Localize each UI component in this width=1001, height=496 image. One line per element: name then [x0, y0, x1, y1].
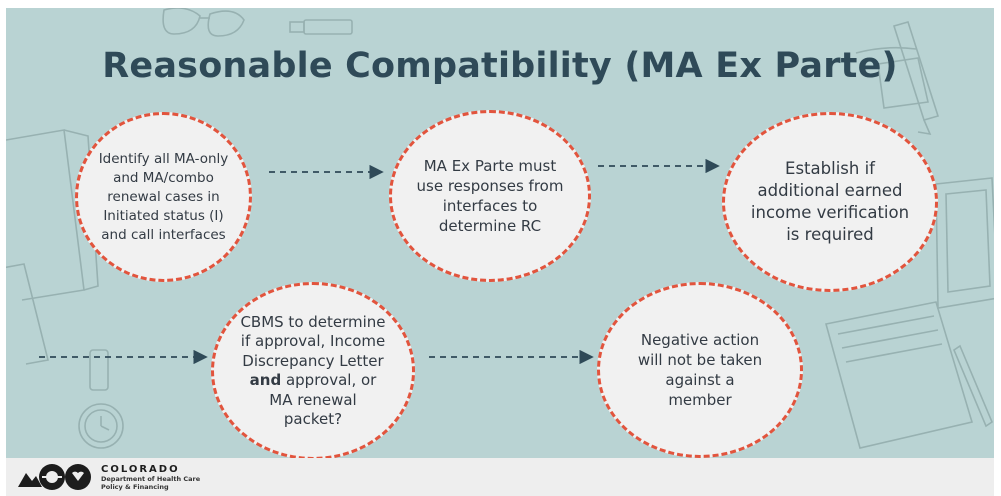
- step-cbms-text: CBMS to determine if approval, Income Di…: [238, 313, 388, 430]
- org-name: COLORADO: [101, 464, 180, 475]
- org-subtitle: Department of Health Care Policy & Finan…: [101, 475, 201, 491]
- usb-doodle: [289, 19, 353, 35]
- step-negative-circle: Negative action will not be taken agains…: [597, 282, 803, 458]
- step-cbms-text-bold: and: [249, 371, 282, 389]
- tablet-doodle-right: [935, 177, 994, 309]
- step-use-responses-circle: MA Ex Parte must use responses from inte…: [389, 110, 591, 282]
- step-cbms-text-before: CBMS to determine if approval, Income Di…: [240, 312, 386, 370]
- step-negative-text: Negative action will not be taken agains…: [637, 331, 763, 409]
- colorado-logo: [18, 464, 91, 490]
- step-identify-circle: Identify all MA-only and MA/combo renewa…: [75, 112, 252, 282]
- step-establish-circle: Establish if additional earned income ve…: [722, 112, 938, 292]
- sticky-note-doodle: [855, 46, 917, 54]
- step-cbms-text-after: approval, or MA renewal packet?: [269, 371, 377, 428]
- slide: Reasonable Compatibility (MA Ex Parte) I…: [6, 8, 994, 458]
- glasses-doodle: [162, 8, 245, 37]
- step-identify-text: Identify all MA-only and MA/combo renewa…: [98, 150, 229, 243]
- footer-bar: COLORADO Department of Health Care Polic…: [6, 458, 994, 496]
- step-use-responses-text: MA Ex Parte must use responses from inte…: [416, 157, 564, 235]
- notebook-doodle-right: [825, 301, 974, 449]
- step-establish-text: Establish if additional earned income ve…: [750, 159, 910, 244]
- step-cbms-circle: CBMS to determine if approval, Income Di…: [211, 282, 415, 458]
- watch-doodle: [78, 349, 124, 449]
- tablet-doodle: [6, 263, 49, 365]
- pencil-doodle: [953, 344, 993, 428]
- slide-title: Reasonable Compatibility (MA Ex Parte): [102, 46, 898, 86]
- pen-doodle: [892, 21, 940, 136]
- org-logo-text: COLORADO Department of Health Care Polic…: [101, 464, 221, 491]
- flow-arrows: [39, 158, 720, 365]
